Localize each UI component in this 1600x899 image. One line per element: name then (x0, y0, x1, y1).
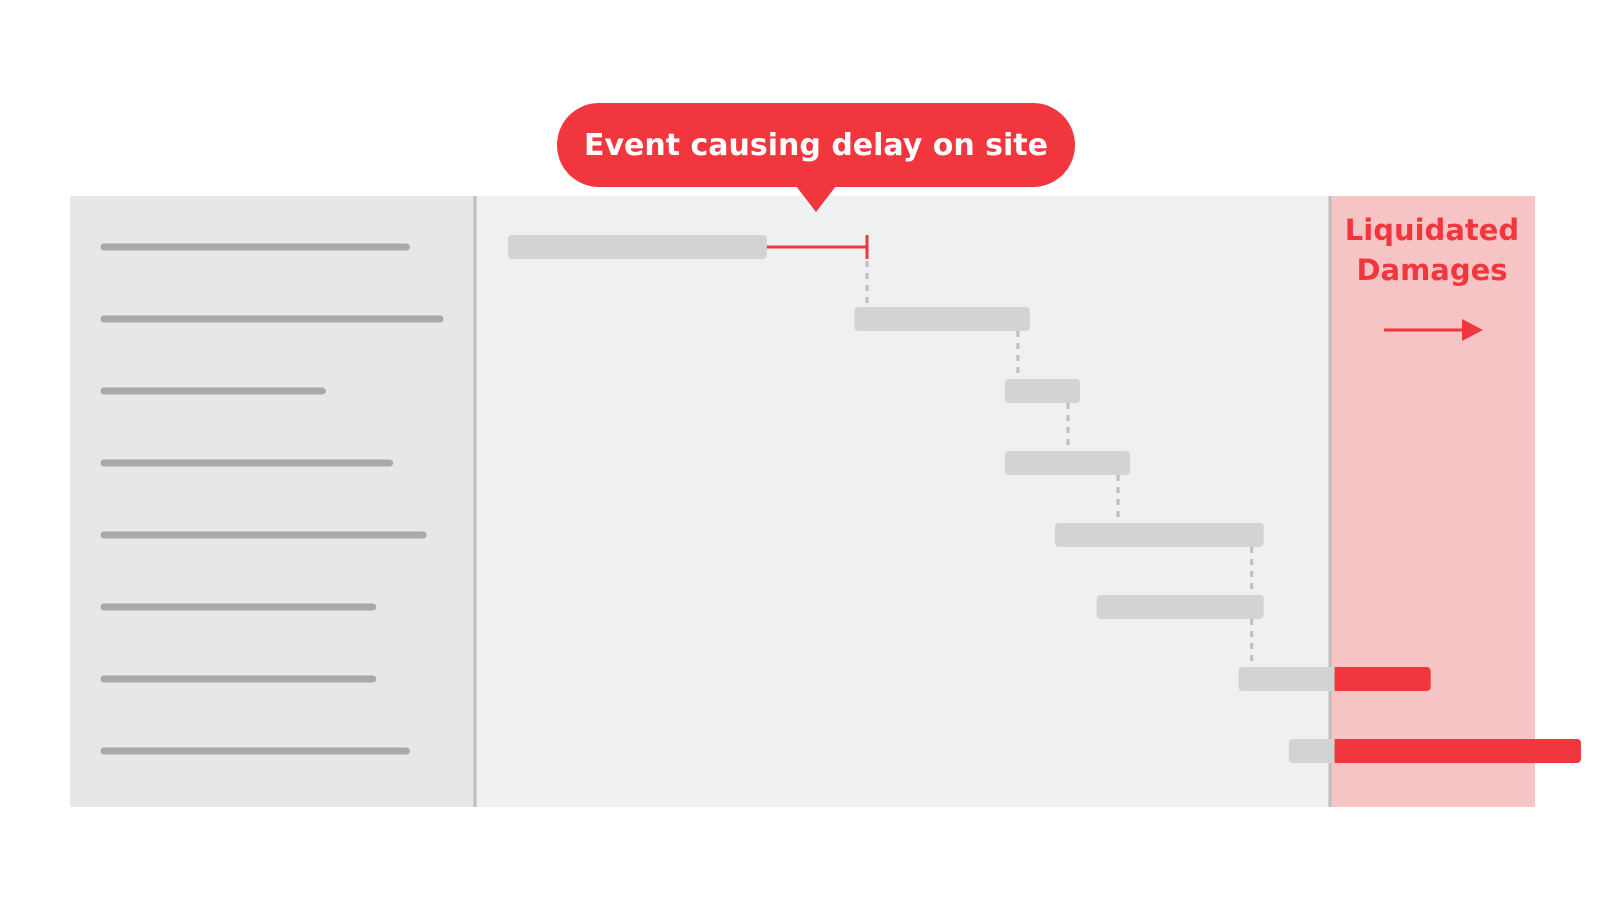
task-bars (508, 235, 1581, 763)
overrun-bar (1334, 739, 1581, 763)
overrun-bar-edge (1334, 667, 1341, 691)
task-bar (1054, 523, 1264, 547)
timeline-area (474, 196, 1329, 807)
liquidated-damages-zone (1329, 196, 1535, 807)
callout-text: Event causing delay on site (584, 128, 1048, 163)
event-callout: Event causing delay on site (557, 103, 1075, 212)
task-bar (854, 307, 1030, 331)
task-bar (1004, 379, 1080, 403)
task-bar (1004, 451, 1131, 475)
zone-label-line2: Damages (1356, 253, 1507, 287)
task-bar (508, 235, 767, 259)
dependency-links (865, 249, 1254, 667)
task-labels (100, 243, 444, 755)
overrun-bar (1334, 667, 1431, 691)
zone-label-line1: Liquidated (1345, 213, 1519, 247)
task-bar (1096, 595, 1264, 619)
overrun-bar-edge (1334, 739, 1341, 763)
task-list-panel (70, 196, 474, 807)
right-arrow-icon (1384, 319, 1483, 341)
delay-marker (766, 235, 869, 259)
